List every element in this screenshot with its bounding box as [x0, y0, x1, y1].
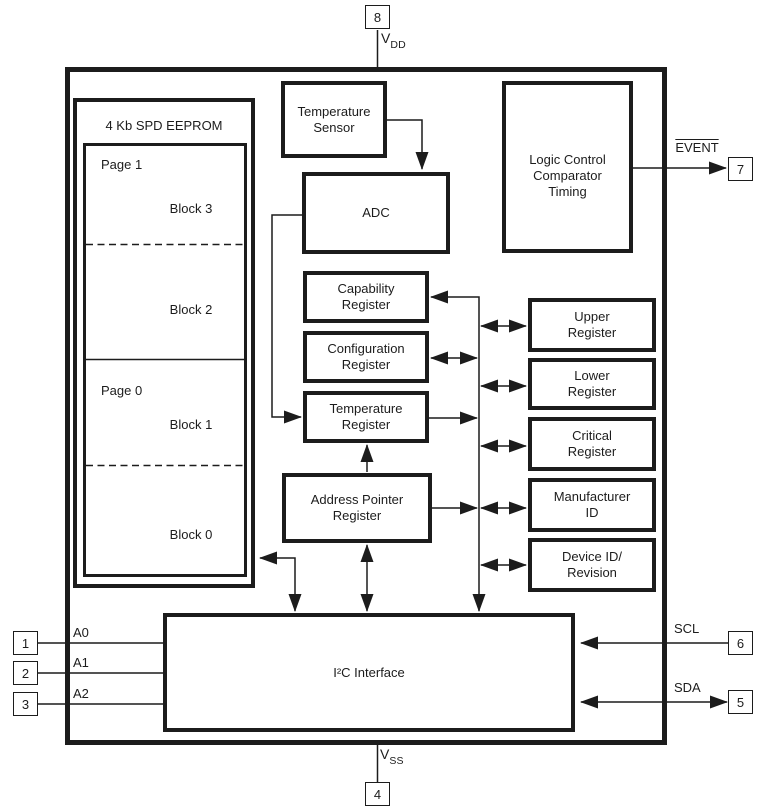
- address-pointer-register-block: Address Pointer Register: [282, 473, 432, 543]
- lower-register-block: Lower Register: [528, 358, 656, 410]
- pin-7-box: 7: [728, 157, 753, 181]
- temperature-register-block: Temperature Register: [303, 391, 429, 443]
- event-label-text: EVENT: [675, 140, 719, 155]
- i2c-interface-block: I²C Interface: [163, 613, 575, 732]
- pin-5-box: 5: [728, 690, 753, 714]
- pin-1-box: 1: [13, 631, 38, 655]
- pin-1-number: 1: [21, 635, 30, 651]
- capability-register-block: Capability Register: [303, 271, 429, 323]
- adc-block: ADC: [302, 172, 450, 254]
- pin-5-number: 5: [736, 694, 745, 710]
- wire-bus-and-capability: [430, 290, 486, 612]
- pin-3-box: 3: [13, 692, 38, 716]
- capability-register-label: Capability Register: [337, 281, 395, 312]
- wire-adc-to-temp-register: [271, 214, 302, 424]
- pin-8-number: 8: [373, 9, 382, 25]
- wire-i2c-eeprom-bidir: [259, 551, 302, 612]
- vss-pin-label: VSS: [380, 747, 404, 768]
- page1-label: Page 1: [101, 157, 143, 172]
- pin-7-number: 7: [736, 161, 745, 177]
- event-pin-label: EVENT: [668, 140, 726, 155]
- pin-4-box: 4: [365, 782, 390, 806]
- block1-label: Block 1: [169, 417, 213, 432]
- logic-control-label: Logic Control Comparator Timing: [529, 152, 606, 199]
- page0-label: Page 0: [101, 383, 143, 398]
- pin-3-number: 3: [21, 696, 30, 712]
- temperature-register-label: Temperature Register: [329, 401, 403, 432]
- critical-register-block: Critical Register: [528, 417, 656, 471]
- pin-2-box: 2: [13, 661, 38, 685]
- block0-label: Block 0: [169, 527, 213, 542]
- device-id-revision-block: Device ID/ Revision: [528, 538, 656, 592]
- lower-register-label: Lower Register: [567, 368, 617, 399]
- scl-pin-label: SCL: [674, 621, 700, 636]
- pin-6-box: 6: [728, 631, 753, 655]
- chip-outline: [65, 67, 667, 745]
- a1-pin-label: A1: [73, 655, 89, 670]
- i2c-interface-label: I²C Interface: [333, 664, 405, 680]
- pin-2-number: 2: [21, 665, 30, 681]
- sda-pin-label: SDA: [674, 680, 701, 695]
- temperature-sensor-block: Temperature Sensor: [281, 81, 387, 158]
- configuration-register-label: Configuration Register: [327, 341, 405, 372]
- manufacturer-id-block: Manufacturer ID: [528, 478, 656, 532]
- upper-register-block: Upper Register: [528, 298, 656, 352]
- critical-register-label: Critical Register: [567, 428, 617, 459]
- upper-register-label: Upper Register: [567, 309, 617, 340]
- vdd-pin-label: VDD: [381, 31, 406, 52]
- pin-4-number: 4: [373, 786, 382, 802]
- block3-label: Block 3: [169, 201, 213, 216]
- manufacturer-id-label: Manufacturer ID: [553, 489, 631, 520]
- device-id-revision-label: Device ID/ Revision: [562, 549, 622, 580]
- eeprom-page-box: [83, 143, 247, 577]
- address-pointer-register-label: Address Pointer Register: [310, 492, 404, 523]
- block2-label: Block 2: [169, 302, 213, 317]
- wire-tempsensor-to-adc: [387, 119, 429, 170]
- vdd-subscript: DD: [390, 38, 406, 51]
- a0-pin-label: A0: [73, 625, 89, 640]
- pin-8-box: 8: [365, 5, 390, 29]
- temperature-sensor-label: Temperature Sensor: [297, 103, 371, 135]
- vdd-prefix: V: [381, 30, 391, 46]
- vss-prefix: V: [380, 746, 390, 762]
- pin-6-number: 6: [736, 635, 745, 651]
- eeprom-title: 4 Kb SPD EEPROM: [105, 118, 223, 133]
- adc-label: ADC: [362, 205, 390, 220]
- vss-subscript: SS: [389, 754, 404, 767]
- a2-pin-label: A2: [73, 686, 89, 701]
- configuration-register-block: Configuration Register: [303, 331, 429, 383]
- eeprom-block: [73, 98, 255, 588]
- logic-control-block: Logic Control Comparator Timing: [502, 81, 633, 253]
